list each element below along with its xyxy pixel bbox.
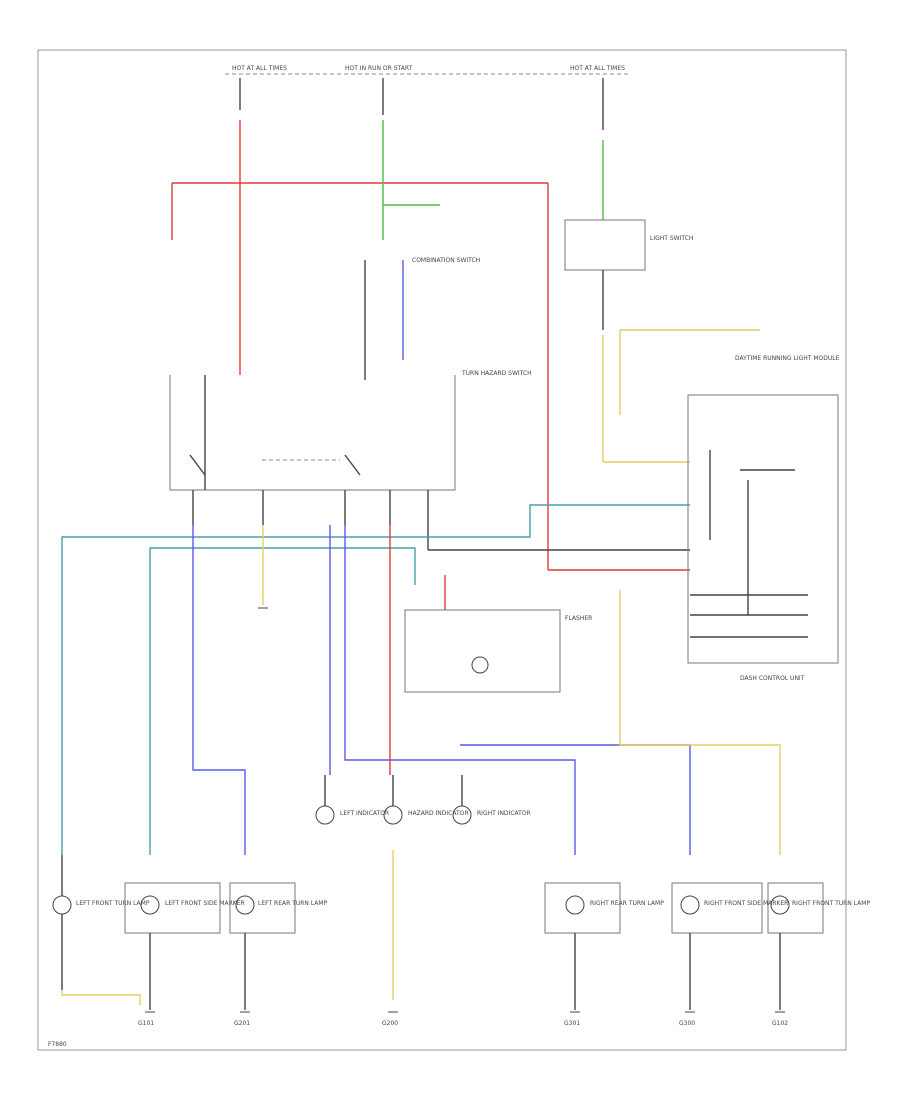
- lamp-lf-side: [140, 895, 160, 1010]
- switch-contact-1: [189, 454, 206, 476]
- wire-cyan-main: [61, 504, 690, 855]
- left-indicator-lamp: [315, 775, 335, 825]
- lamp-rf-side-box: [671, 882, 763, 934]
- ground-g-left2-label: G201: [234, 1020, 250, 1027]
- turn-hazard-switch-box: [169, 375, 456, 491]
- wire-blue-left: [192, 525, 246, 855]
- flasher-label: FLASHER: [565, 615, 592, 622]
- drl-module-box: [687, 394, 839, 664]
- lamp-lr-turn-box: [229, 882, 296, 934]
- flasher-box: [404, 609, 561, 693]
- lamp-lf-side-box: [124, 882, 221, 934]
- ground-g-left-label: G101: [138, 1020, 154, 1027]
- lamp-lf-turn-label: LEFT FRONT TURN LAMP: [76, 900, 150, 907]
- lamp-rr-turn: [565, 895, 585, 1010]
- wire-cyan-branch: [149, 547, 416, 855]
- lamp-lf-side-label: LEFT FRONT SIDE MARKER: [165, 900, 245, 907]
- hazard-indicator-label: HAZARD INDICATOR: [408, 810, 469, 817]
- fuse-left-label: HOT AT ALL TIMES: [232, 65, 287, 72]
- switch-contact-2: [344, 454, 361, 476]
- lamp-rf-side-label: RIGHT FRONT SIDE MARKER: [704, 900, 788, 907]
- turn-hazard-switch-label: TURN HAZARD SWITCH: [461, 370, 532, 377]
- lamp-lf-turn: [52, 855, 72, 990]
- drl-module-label: DAYTIME RUNNING LIGHT MODULE: [735, 355, 840, 362]
- wire-blue-center: [344, 525, 576, 855]
- lamp-rr-turn-box: [544, 882, 621, 934]
- combination-switch-label: COMBINATION SWITCH: [412, 257, 480, 264]
- lamp-rf-turn-box: [767, 882, 824, 934]
- light-switch-box: [564, 219, 646, 271]
- lamp-rr-turn-label: RIGHT REAR TURN LAMP: [590, 900, 664, 907]
- ground-g-center-label: G200: [382, 1020, 398, 1027]
- lamp-rf-turn-label: RIGHT FRONT TURN LAMP: [792, 900, 870, 907]
- wire-yellow-rf: [619, 590, 781, 855]
- lamp-lr-turn-label: LEFT REAR TURN LAMP: [258, 900, 328, 907]
- lamp-rf-side: [680, 895, 700, 1010]
- wire-lf-ground-link: [61, 990, 141, 1005]
- right-indicator-label: RIGHT INDICATOR: [477, 810, 531, 817]
- fuse-center-label: HOT IN RUN OR START: [345, 65, 413, 72]
- light-switch-label: LIGHT SWITCH: [650, 235, 693, 242]
- ground-g-far-right-label: G102: [772, 1020, 788, 1027]
- lamp-lr-turn: [235, 895, 255, 1010]
- hazard-indicator-lamp: [383, 775, 403, 825]
- fuse-right-label: HOT AT ALL TIMES: [570, 65, 625, 72]
- right-indicator-lamp: [452, 775, 472, 825]
- left-indicator-label: LEFT INDICATOR: [340, 810, 389, 817]
- corner-code: F7880: [48, 1041, 67, 1048]
- dash-control-label: DASH CONTROL UNIT: [740, 675, 805, 682]
- flasher-coil: [471, 656, 489, 674]
- ground-g-right-label: G301: [564, 1020, 580, 1027]
- lamp-rf-turn: [770, 895, 790, 1010]
- ground-g-right2-label: G300: [679, 1020, 695, 1027]
- diagram-frame: [37, 49, 847, 1051]
